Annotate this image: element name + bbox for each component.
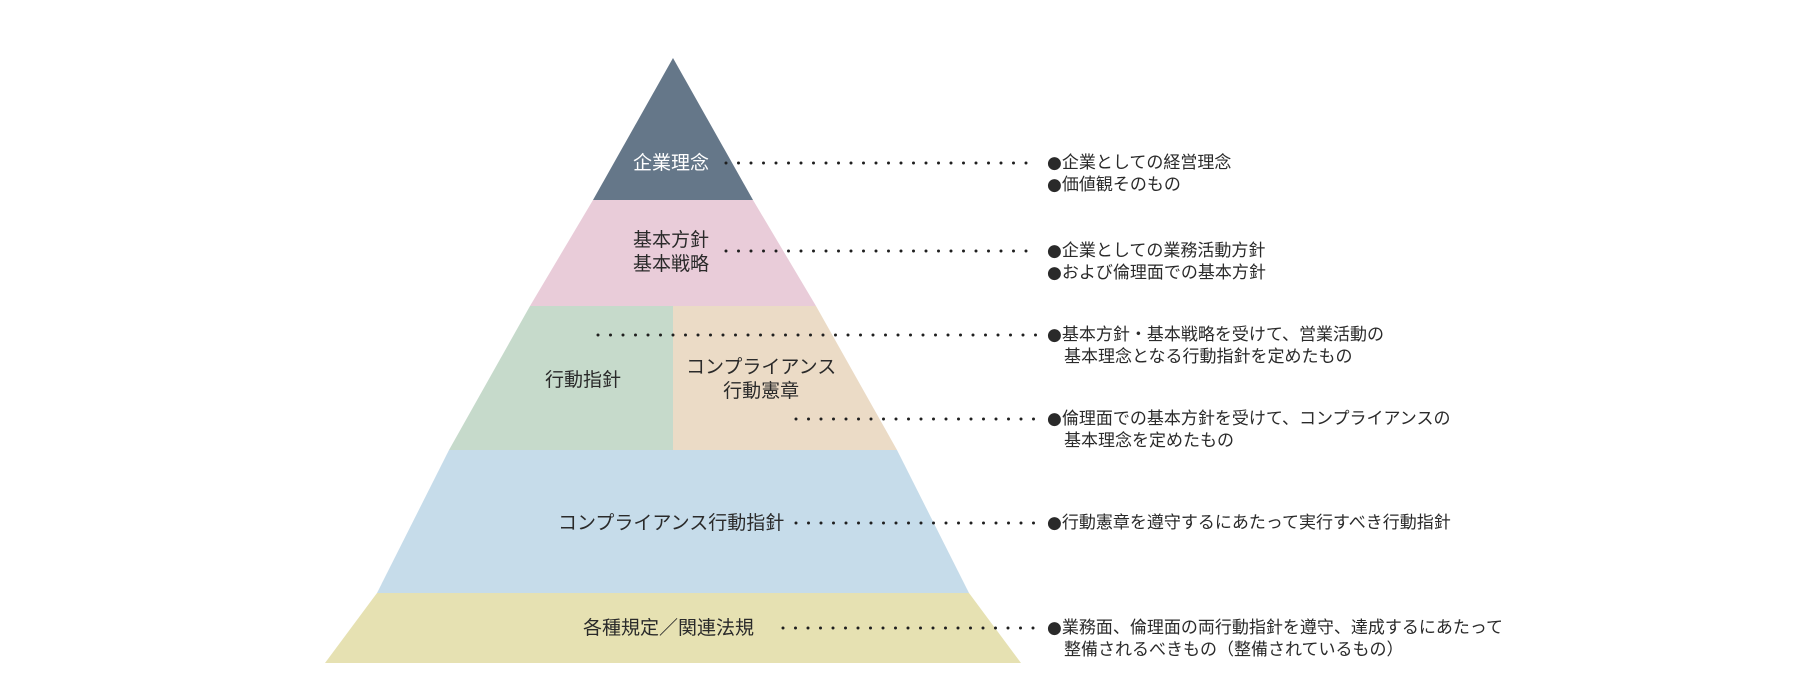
description-policy-line1: 企業としての業務活動方針 (1047, 240, 1266, 262)
tier-compliance-charter-label: コンプライアンス 行動憲章 (686, 355, 836, 403)
description-regulations-line1: 業務面、倫理面の両行動指針を遵守、達成するにあたって (1047, 617, 1503, 639)
tier-regulations-band (325, 593, 1021, 663)
tier-compliance-charter-band (673, 306, 897, 450)
description-regulations-line2: 整備されるべきもの（整備されているもの） (1064, 640, 1404, 660)
tier-regulations-label: 各種規定／関連法規 (583, 617, 755, 639)
description-conduct-line2: 基本理念となる行動指針を定めたもの (1064, 347, 1353, 367)
description-compliance-charter-line2: 基本理念を定めたもの (1064, 431, 1234, 451)
tier-policy-label-line2: 基本戦略 (633, 253, 710, 275)
description-conduct: 基本方針・基本戦略を受けて、営業活動の 基本理念となる行動指針を定めたもの (1047, 324, 1384, 368)
tier-compliance-charter-label-line1: コンプライアンス (686, 356, 837, 378)
tier-policy-label-line1: 基本方針 (633, 229, 710, 251)
tier-conduct-guidelines-label: 行動指針 (545, 369, 622, 391)
description-policy-line2: および倫理面での基本方針 (1047, 262, 1266, 284)
description-policy: 企業としての業務活動方針 および倫理面での基本方針 (1047, 240, 1266, 284)
tier-philosophy-band (593, 58, 753, 200)
description-philosophy-line1: 企業としての経営理念 (1047, 152, 1232, 174)
tier-compliance-guidelines-label: コンプライアンス行動指針 (558, 512, 785, 534)
description-compliance-charter-line1: 倫理面での基本方針を受けて、コンプライアンスの (1047, 408, 1451, 430)
tier-compliance-guidelines-band (377, 450, 969, 593)
description-philosophy-line2: 価値観そのもの (1047, 174, 1231, 196)
description-conduct-line1: 基本方針・基本戦略を受けて、営業活動の (1047, 324, 1384, 346)
tier-philosophy-label: 企業理念 (633, 152, 710, 174)
tier-conduct-guidelines-band (449, 306, 673, 450)
description-compliance-charter: 倫理面での基本方針を受けて、コンプライアンスの 基本理念を定めたもの (1047, 408, 1451, 452)
description-regulations: 業務面、倫理面の両行動指針を遵守、達成するにあたって 整備されるべきもの（整備さ… (1047, 617, 1503, 661)
leader-lines (596, 161, 1038, 630)
tier-policy-label: 基本方針 基本戦略 (633, 228, 709, 276)
tier-compliance-charter-label-line2: 行動憲章 (723, 380, 800, 402)
description-compliance-guidelines-line1: 行動憲章を遵守するにあたって実行すべき行動指針 (1047, 512, 1451, 534)
description-philosophy: 企業としての経営理念 価値観そのもの (1047, 152, 1232, 196)
description-compliance-guidelines: 行動憲章を遵守するにあたって実行すべき行動指針 (1047, 512, 1451, 534)
tier-policy-band (530, 200, 816, 306)
